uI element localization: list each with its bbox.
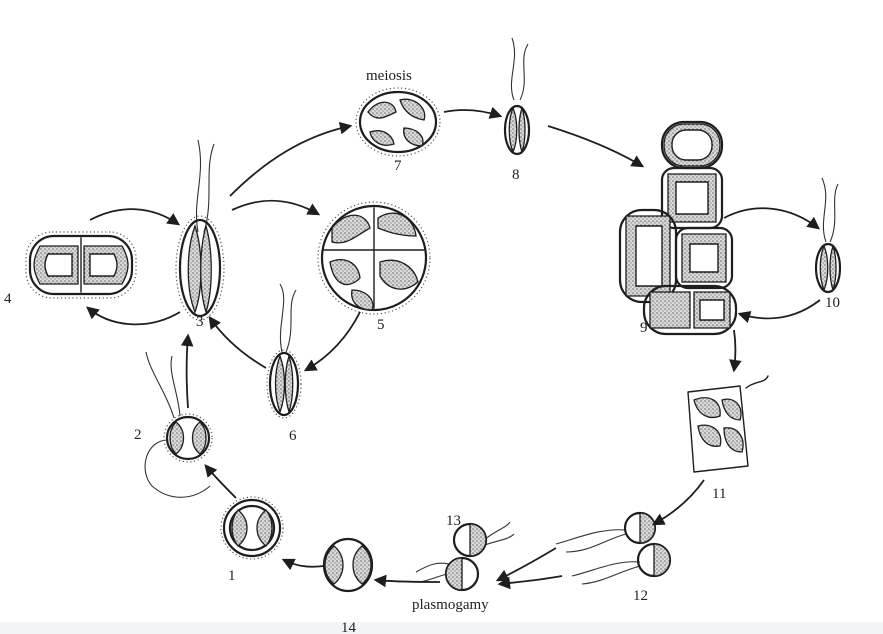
label-stage-13: 13 (446, 513, 461, 529)
stage-8-cell (505, 38, 529, 154)
stage-4-cell (26, 232, 136, 298)
arrow-9-to-10 (724, 208, 818, 228)
label-stage-2: 2 (134, 427, 142, 443)
label-stage-4: 4 (4, 291, 12, 307)
arrow-8-to-9 (548, 126, 642, 166)
arrow-10-to-9 (740, 300, 820, 318)
arrow-7-to-8 (444, 110, 500, 116)
arrow-3-to-4 (88, 308, 180, 324)
arrow-4-to-3 (90, 209, 178, 224)
stage-14-cell (324, 539, 372, 591)
arrow-12b-to-13 (500, 576, 562, 584)
stage-7-cell (356, 88, 440, 156)
stage-5-cell (318, 202, 430, 314)
stage-2-cell (145, 352, 212, 497)
arrow-6-to-3 (210, 318, 266, 368)
arrow-5-to-6 (306, 312, 360, 370)
label-stage-11: 11 (712, 486, 726, 502)
arrow-3-to-7 (230, 126, 350, 196)
label-stage-7: 7 (394, 158, 402, 174)
arrow-11-to-12 (654, 480, 704, 524)
stage-1-cell (221, 497, 283, 559)
label-stage-3: 3 (196, 314, 204, 330)
label-stage-9: 9 (640, 320, 648, 336)
label-stage-8: 8 (512, 167, 520, 183)
label-stage-10: 10 (825, 295, 840, 311)
stage-11-cell (688, 376, 768, 472)
label-stage-12: 12 (633, 588, 648, 604)
stage-12-cell (556, 513, 670, 584)
stage-10-cell (816, 178, 840, 292)
stage-6-cell (267, 284, 301, 418)
arrow-12a-to-13 (498, 548, 556, 580)
label-stage-1: 1 (228, 568, 236, 584)
stage-3-cell (176, 140, 224, 320)
arrow-14-to-1 (284, 560, 324, 567)
label-stage-5: 5 (377, 317, 385, 333)
arrow-1-to-2 (206, 466, 236, 498)
stage-9-cell (620, 122, 736, 334)
arrow-3-to-5 (232, 201, 318, 214)
bottom-band (0, 622, 883, 634)
label-meiosis: meiosis (366, 68, 412, 84)
arrow-2-to-3 (187, 336, 189, 408)
label-stage-6: 6 (289, 428, 297, 444)
arrow-9-to-11 (734, 330, 736, 370)
label-stage-14: 14 (341, 620, 357, 634)
label-plasmogamy: plasmogamy (412, 597, 489, 613)
arrow-13-to-14 (376, 580, 440, 582)
